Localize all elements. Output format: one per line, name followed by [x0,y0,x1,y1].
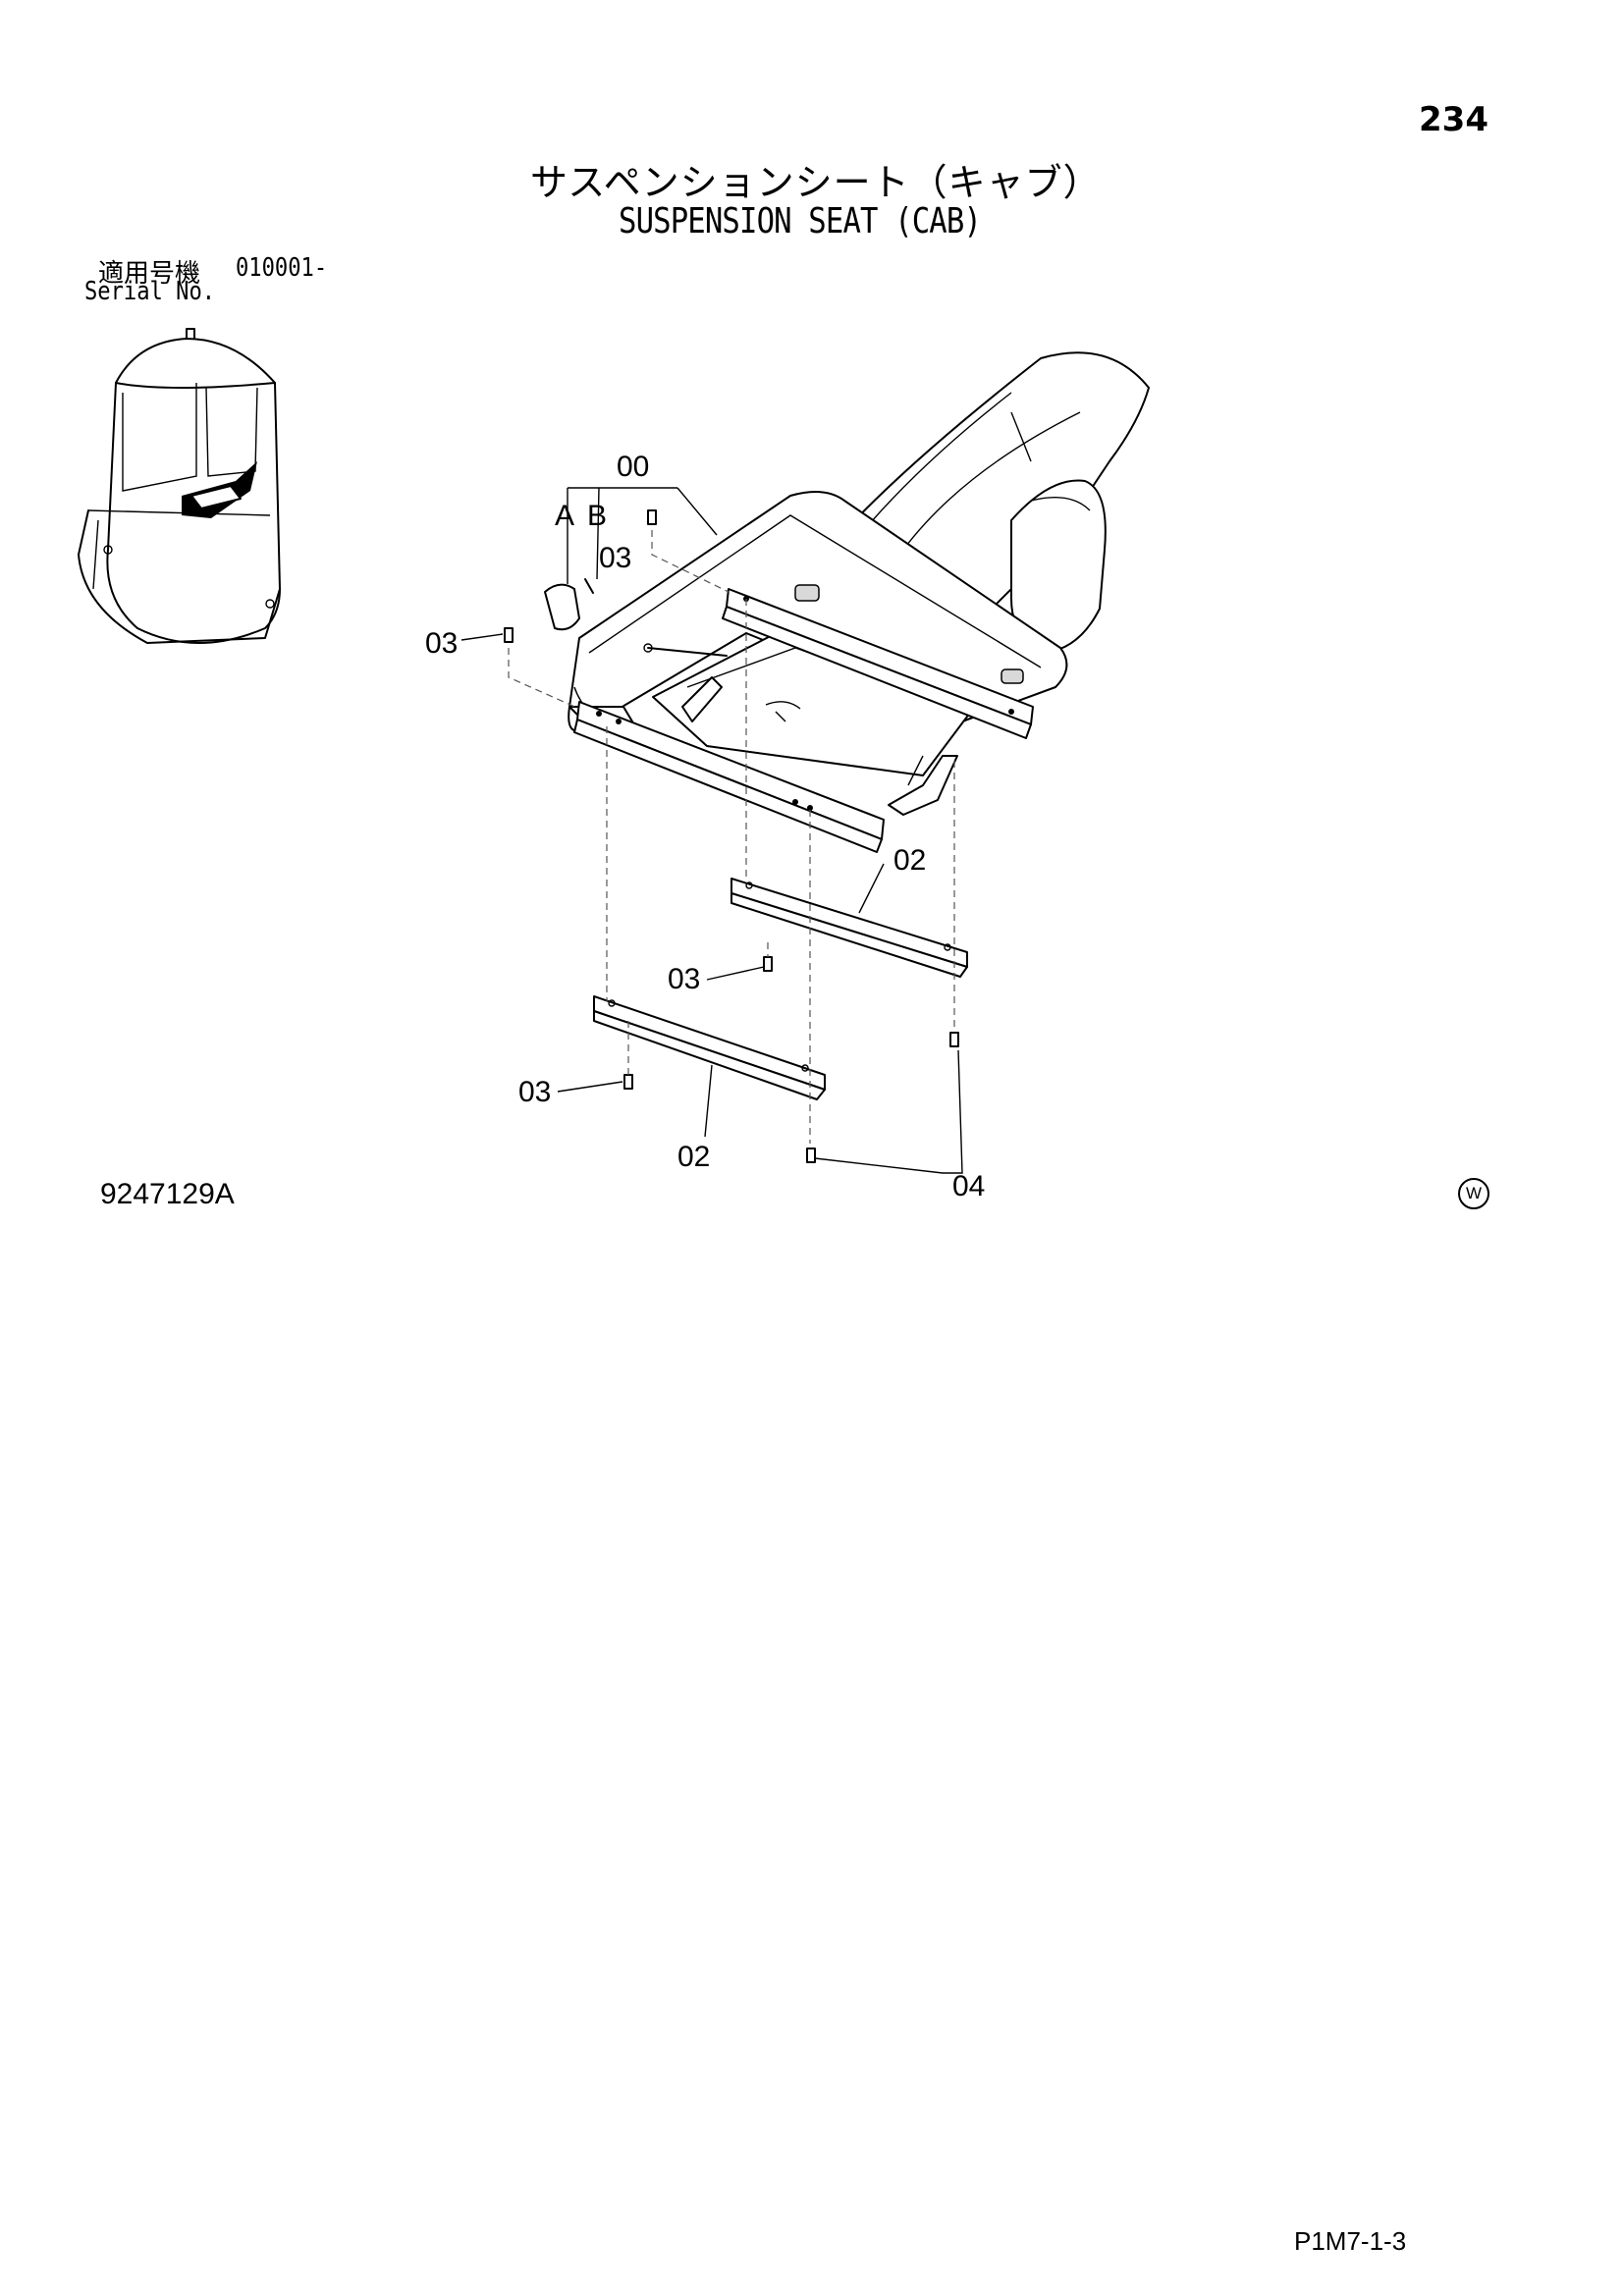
document-code: P1M7-1-3 [1294,2226,1407,2256]
bracket-lower-02 [593,995,826,1100]
callout-b: B [587,500,607,532]
serial-label-english: Serial No. [84,277,216,306]
callout-04: 04 [952,1170,985,1202]
callout-03-mid: 03 [668,963,700,995]
callout-02-right: 02 [893,844,926,877]
figure-number: 9247129A [100,1178,235,1210]
seat-assembly [544,351,1150,853]
leader-lines [460,487,963,1174]
callout-03-bottom: 03 [518,1076,551,1108]
bracket-upper-02 [730,878,968,978]
page-number: 234 [1419,100,1488,139]
serial-label-japanese: 適用号機 [98,259,201,289]
callout-00: 00 [617,451,649,483]
bolts [504,509,959,1163]
title-english: SUSPENSION SEAT (CAB) [619,201,982,241]
serial-value: 010001- [236,253,328,283]
callout-03-left: 03 [425,627,458,660]
alignment-lines [508,530,955,1144]
callout-02-bottom: 02 [677,1141,710,1173]
w-mark-icon: W [1458,1178,1489,1209]
title-japanese: サスペンションシート（キャブ） [530,161,1102,204]
cab-location-thumbnail [78,328,281,644]
callout-03-top: 03 [599,542,631,574]
callout-a: A [555,500,574,532]
